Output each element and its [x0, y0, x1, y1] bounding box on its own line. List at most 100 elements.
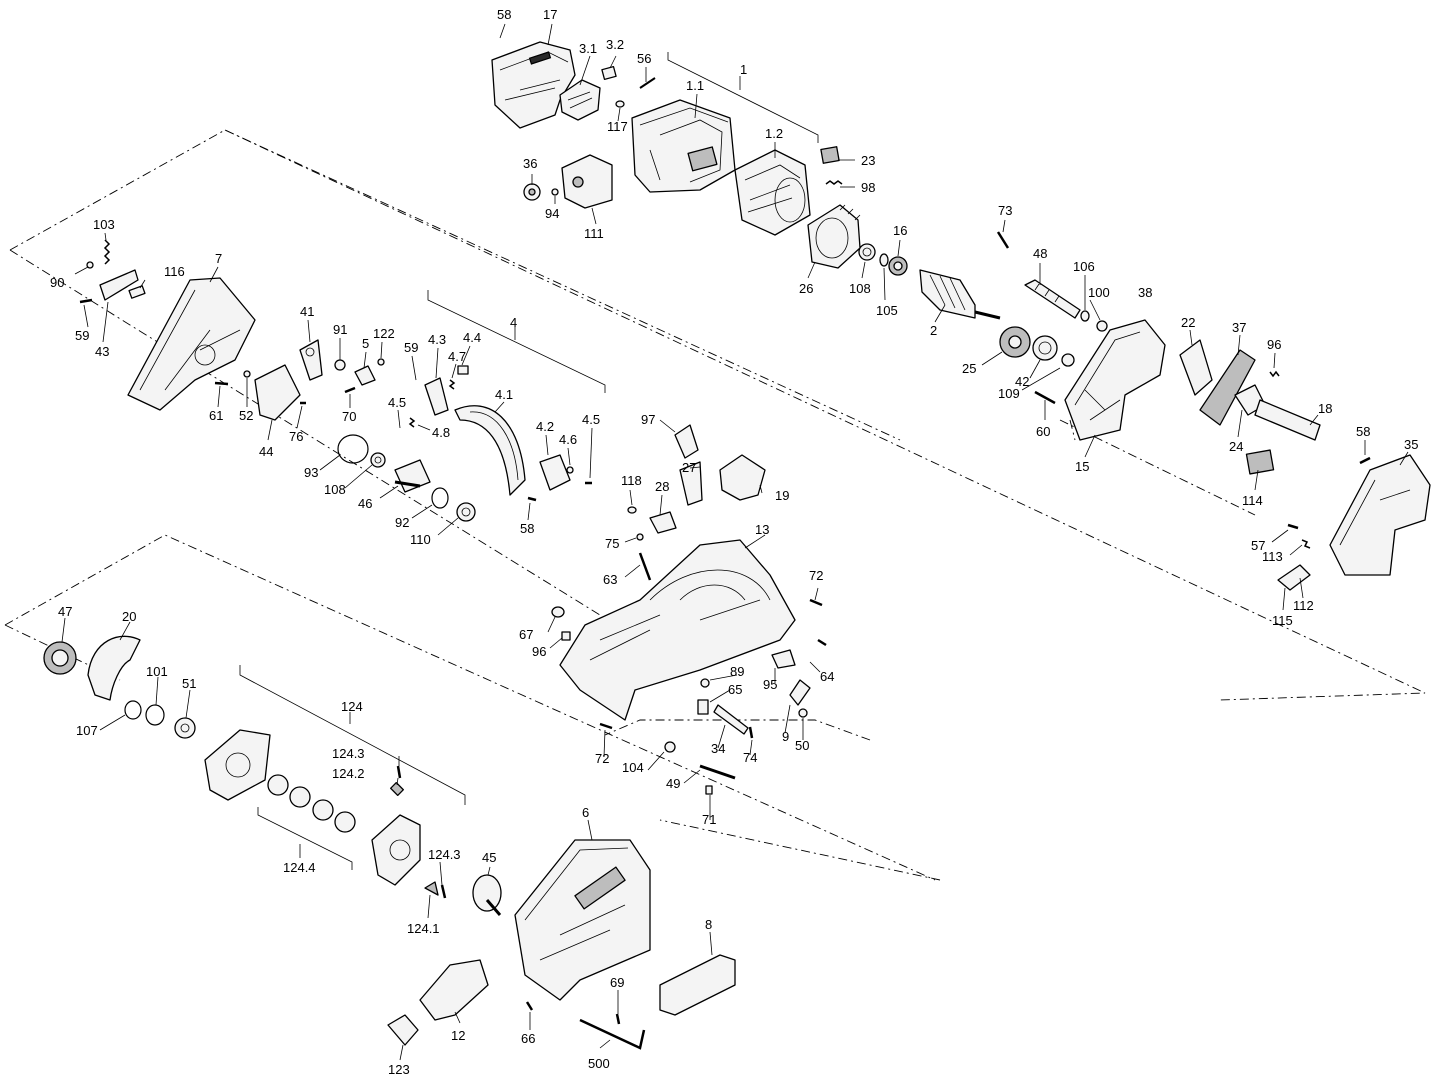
part-19-grip	[719, 454, 766, 501]
label-109: 109	[998, 386, 1020, 401]
label-69: 69	[610, 975, 624, 990]
label-118: 118	[621, 473, 642, 488]
label-41: 41	[300, 304, 314, 319]
label-1-1: 1.1	[686, 78, 704, 93]
label-96-b: 96	[532, 644, 546, 659]
label-43: 43	[95, 344, 109, 359]
label-74: 74	[743, 750, 757, 765]
label-108: 108	[849, 281, 871, 296]
label-65: 65	[728, 682, 742, 697]
label-52: 52	[239, 408, 253, 423]
label-4-5: 4.5	[388, 395, 406, 410]
label-28: 28	[655, 479, 669, 494]
part-9-lever	[789, 679, 811, 706]
part-26-fan-baffle	[807, 204, 861, 269]
part-72-pin	[809, 598, 823, 607]
label-110: 110	[410, 532, 431, 547]
part-47-nut	[43, 641, 77, 675]
part-12-dust-port	[419, 959, 489, 1021]
part-57-screw	[1287, 523, 1299, 530]
part-45-flange	[472, 874, 502, 916]
label-122: 122	[373, 326, 395, 341]
part-49-rod	[699, 764, 736, 780]
part-59-screw	[79, 298, 93, 304]
label-42: 42	[1015, 374, 1029, 389]
part-124-cutter-head	[371, 814, 421, 886]
label-112: 112	[1293, 598, 1314, 613]
label-92: 92	[395, 515, 409, 530]
label-22: 22	[1181, 315, 1195, 330]
part-89-washer	[700, 678, 710, 688]
label-106: 106	[1073, 259, 1095, 274]
leader-lines	[61, 23, 1409, 1061]
part-27-bracket	[679, 461, 703, 506]
part-75-washer	[636, 533, 644, 541]
label-95: 95	[763, 677, 777, 692]
label-113: 113	[1262, 549, 1283, 564]
part-4-1-guard	[454, 405, 526, 496]
label-64: 64	[820, 669, 834, 684]
label-500: 500	[588, 1056, 610, 1071]
label-51: 51	[182, 676, 196, 691]
label-96: 96	[1267, 337, 1281, 352]
label-107: 107	[76, 723, 98, 738]
label-2: 2	[930, 323, 937, 338]
label-67: 67	[519, 627, 533, 642]
part-64-screw	[817, 638, 827, 647]
part-123-adapter	[387, 1014, 419, 1046]
part-4-2-latch	[539, 454, 571, 491]
label-4-2: 4.2	[536, 419, 554, 434]
part-4-7-spring	[448, 379, 456, 390]
label-50: 50	[795, 738, 809, 753]
label-124-4: 124.4	[283, 860, 316, 875]
part-43-lever	[99, 269, 139, 301]
label-72: 72	[809, 568, 823, 583]
label-1: 1	[740, 62, 747, 77]
label-25: 25	[962, 361, 976, 376]
label-94: 94	[545, 206, 559, 221]
label-34: 34	[711, 741, 725, 756]
part-107-ring	[124, 700, 142, 720]
label-104: 104	[622, 760, 644, 775]
label-26: 26	[799, 281, 813, 296]
label-46: 46	[358, 496, 372, 511]
part-115-knob	[1277, 564, 1311, 591]
label-48: 48	[1033, 246, 1047, 261]
label-124-3-b: 124.3	[428, 847, 461, 862]
part-93-ring	[337, 434, 369, 464]
label-59: 59	[75, 328, 89, 343]
part-4-4-clip	[457, 365, 469, 375]
part-124-2-insert	[389, 781, 405, 797]
part-124-3-screw	[396, 765, 402, 779]
part-73-pin	[996, 231, 1010, 249]
label-4-1: 4.1	[495, 387, 513, 402]
label-115: 115	[1272, 613, 1293, 628]
label-13: 13	[755, 522, 769, 537]
part-58-screw-2	[527, 496, 537, 502]
label-4-3: 4.3	[428, 332, 446, 347]
label-37: 37	[1232, 320, 1246, 335]
part-96-spring	[1269, 370, 1280, 378]
label-3-2: 3.2	[606, 37, 624, 52]
label-49: 49	[666, 776, 680, 791]
label-4: 4	[510, 315, 517, 330]
part-60-screw	[1034, 390, 1056, 405]
label-44: 44	[259, 444, 273, 459]
part-1-2-field-coil	[734, 149, 811, 236]
part-105-ring	[879, 253, 889, 267]
label-27: 27	[682, 460, 696, 475]
part-91-washer	[334, 359, 346, 371]
part-117-pin	[615, 100, 625, 108]
part-42-bearing	[1032, 335, 1058, 361]
part-48-shaft	[1024, 279, 1081, 319]
part-8-battery-cover	[659, 954, 736, 1016]
label-75: 75	[605, 536, 619, 551]
part-15-gear-housing	[1064, 319, 1166, 441]
part-56-screw	[639, 77, 656, 89]
label-111: 111	[584, 226, 604, 241]
part-97-lever	[674, 424, 699, 459]
label-103: 103	[93, 217, 115, 232]
part-3-2-contact	[601, 65, 617, 81]
part-4-6-spring	[566, 466, 574, 474]
part-16-bearing	[888, 256, 908, 276]
